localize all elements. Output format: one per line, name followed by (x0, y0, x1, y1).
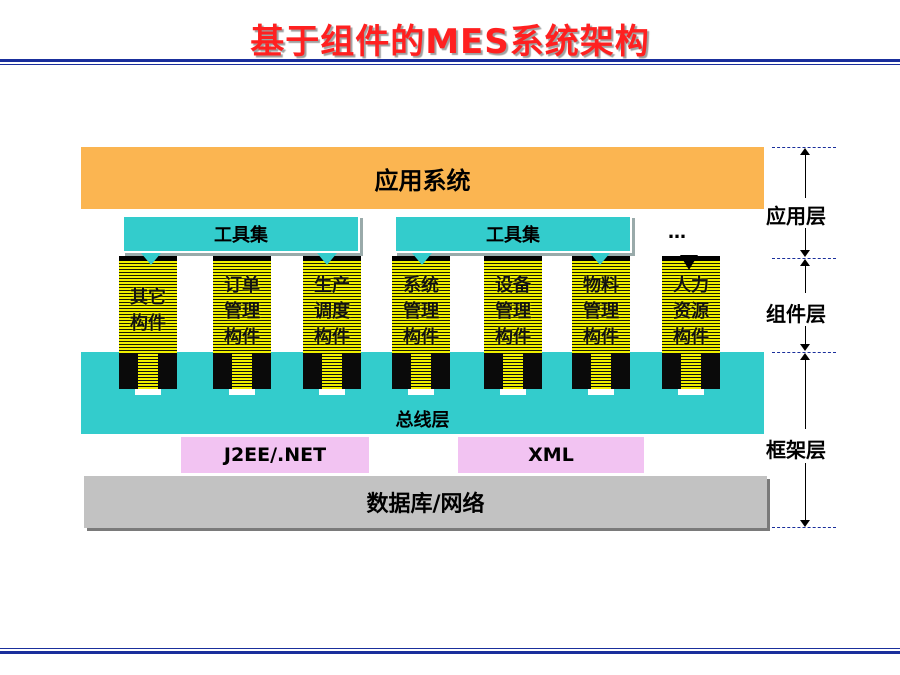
framework-layer-line-top (805, 359, 806, 429)
component-label: 人力 资源 构件 (673, 275, 709, 348)
component-layer-line-top (805, 265, 806, 293)
toolset-1-pointer-right (317, 253, 337, 265)
more-ellipsis: … (668, 222, 686, 243)
layer-divider (772, 258, 836, 259)
component-label: 系统 管理 构件 (403, 275, 439, 348)
component-production-scheduling: 生产 调度 构件 (303, 256, 361, 395)
down-triangle-icon (680, 255, 698, 270)
component-order-management: 订单 管理 构件 (213, 256, 271, 395)
arrow-up-icon (800, 353, 810, 360)
toolset-2: 工具集 (394, 215, 632, 253)
arrow-down-icon (800, 344, 810, 351)
layer-divider (772, 527, 836, 528)
component-equipment-management: 设备 管理 构件 (484, 256, 542, 395)
application-layer-label: 应用层 (766, 204, 826, 228)
toolset-1: 工具集 (122, 215, 360, 253)
arrow-up-icon (800, 148, 810, 155)
application-layer-line-top (805, 154, 806, 198)
component-material-management: 物料 管理 构件 (572, 256, 630, 395)
application-system-block: 应用系统 (81, 147, 764, 209)
framework-layer-line-bottom (805, 463, 806, 520)
component-human-resources: 人力 资源 构件 (662, 256, 720, 395)
layer-divider (772, 352, 836, 353)
component-label: 物料 管理 构件 (583, 275, 619, 348)
bottom-rule (0, 651, 900, 654)
top-rule (0, 59, 900, 62)
layer-divider (772, 147, 836, 148)
component-label: 设备 管理 构件 (495, 275, 531, 348)
toolset-2-pointer-left (412, 253, 432, 265)
bus-layer-label: 总线层 (395, 410, 450, 431)
component-label: 订单 管理 构件 (224, 275, 260, 348)
toolset-2-pointer-right (590, 253, 610, 265)
j2ee-net-block: J2EE/.NET (181, 437, 369, 473)
arrow-down-icon (800, 250, 810, 257)
component-layer-line-bottom (805, 326, 806, 345)
component-system-management: 系统 管理 构件 (392, 256, 450, 395)
top-rule-thin (0, 64, 900, 65)
bottom-rule-thin (0, 648, 900, 649)
arrow-down-icon (800, 520, 810, 527)
page-title: 基于组件的MES系统架构 (250, 22, 650, 62)
application-layer-line-bottom (805, 228, 806, 250)
toolset-1-pointer-left (141, 253, 161, 265)
framework-layer-label: 框架层 (766, 438, 826, 462)
database-network-block: 数据库/网络 (84, 476, 767, 528)
component-layer-label: 组件层 (766, 302, 826, 326)
component-label: 生产 调度 构件 (314, 275, 350, 348)
xml-block: XML (458, 437, 644, 473)
component-label: 其它 构件 (130, 287, 166, 334)
arrow-up-icon (800, 259, 810, 266)
component-other: 其它 构件 (119, 256, 177, 395)
